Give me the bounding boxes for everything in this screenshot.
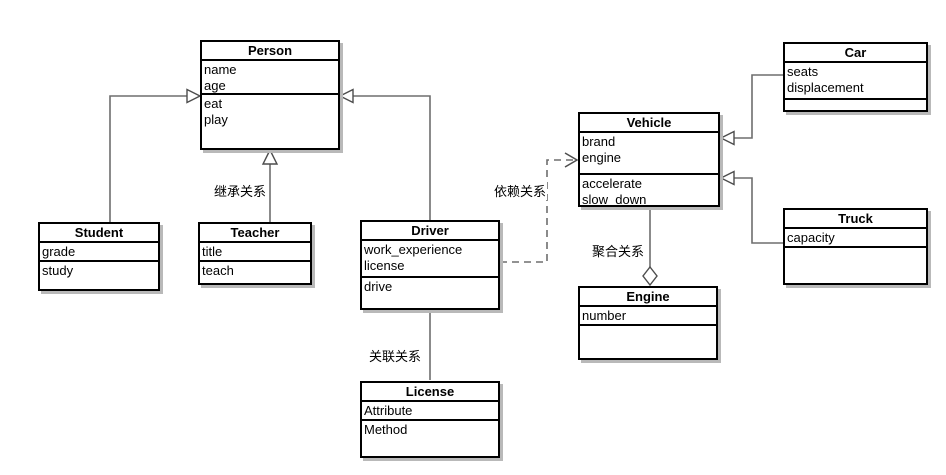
method: slow_down	[582, 192, 647, 205]
class-attributes: brand engine	[580, 133, 718, 175]
attribute: engine	[582, 150, 622, 165]
class-methods	[785, 100, 926, 110]
class-vehicle: Vehicle brand engine accelerate slow_dow…	[578, 112, 720, 207]
hollow-triangle-arrowhead	[338, 88, 354, 104]
method: study	[42, 263, 74, 278]
class-car: Car seats displacement	[783, 42, 928, 112]
attribute: title	[202, 244, 223, 259]
connector-driver-person-inheritance	[338, 88, 431, 220]
class-title: Truck	[785, 210, 926, 229]
attribute: number	[582, 308, 627, 323]
class-methods	[580, 326, 716, 358]
class-engine: Engine number	[578, 286, 718, 360]
attribute: Attribute	[364, 403, 413, 418]
class-attributes: Attribute	[362, 402, 498, 421]
attribute: grade	[42, 244, 76, 259]
class-attributes: title	[200, 243, 310, 262]
method: play	[204, 112, 228, 127]
connector-student-person-inheritance	[109, 88, 202, 222]
class-methods: accelerate slow_down	[580, 175, 718, 205]
class-driver: Driver work_experience license drive	[360, 220, 500, 310]
method: teach	[202, 263, 234, 278]
class-attributes: number	[580, 307, 716, 326]
method: accelerate	[582, 176, 642, 191]
connector-truck-vehicle-inheritance	[719, 170, 783, 244]
class-title: Person	[202, 42, 338, 61]
class-teacher: Teacher title teach	[198, 222, 312, 285]
connector-driver-vehicle-dependency	[500, 152, 579, 263]
attribute: seats	[787, 64, 819, 79]
attribute: age	[204, 78, 226, 93]
attribute: license	[364, 258, 405, 273]
class-title: License	[362, 383, 498, 402]
attribute: displacement	[787, 80, 864, 95]
class-attributes: grade	[40, 243, 158, 262]
method: eat	[204, 96, 223, 111]
class-truck: Truck capacity	[783, 208, 928, 285]
class-attributes: capacity	[785, 229, 926, 248]
class-methods: drive	[362, 278, 498, 308]
class-methods: study	[40, 262, 158, 289]
class-attributes: name age	[202, 61, 338, 95]
hollow-triangle-arrowhead	[719, 170, 735, 186]
method: Method	[364, 422, 408, 437]
class-person: Person name age eat play	[200, 40, 340, 150]
class-methods: Method	[362, 421, 498, 456]
class-title: Engine	[580, 288, 716, 307]
attribute: brand	[582, 134, 616, 149]
class-title: Car	[785, 44, 926, 63]
hollow-diamond	[642, 265, 658, 287]
class-methods	[785, 248, 926, 283]
attribute: capacity	[787, 230, 835, 245]
class-methods: teach	[200, 262, 310, 283]
method: drive	[364, 279, 393, 294]
connector-car-vehicle-inheritance	[719, 74, 783, 146]
class-attributes: work_experience license	[362, 241, 498, 278]
inheritance-relation-label: 继承关系	[213, 181, 268, 200]
connector-teacher-person-inheritance	[261, 148, 279, 222]
dependency-relation-label: 依赖关系	[493, 181, 548, 200]
open-arrowhead	[564, 152, 579, 168]
attribute: work_experience	[364, 242, 463, 257]
hollow-triangle-arrowhead	[186, 88, 202, 104]
class-title: Driver	[362, 222, 498, 241]
association-relation-label: 关联关系	[368, 346, 423, 365]
hollow-triangle-arrowhead	[719, 130, 735, 146]
class-title: Teacher	[200, 224, 310, 243]
class-license: License Attribute Method	[360, 381, 500, 458]
class-title: Vehicle	[580, 114, 718, 133]
class-title: Student	[40, 224, 158, 243]
aggregation-relation-label: 聚合关系	[591, 241, 646, 260]
class-attributes: seats displacement	[785, 63, 926, 100]
class-student: Student grade study	[38, 222, 160, 291]
class-methods: eat play	[202, 95, 338, 148]
attribute: name	[204, 62, 237, 77]
hollow-triangle-arrowhead	[261, 148, 279, 165]
connector-vehicle-engine-aggregation	[642, 207, 658, 287]
